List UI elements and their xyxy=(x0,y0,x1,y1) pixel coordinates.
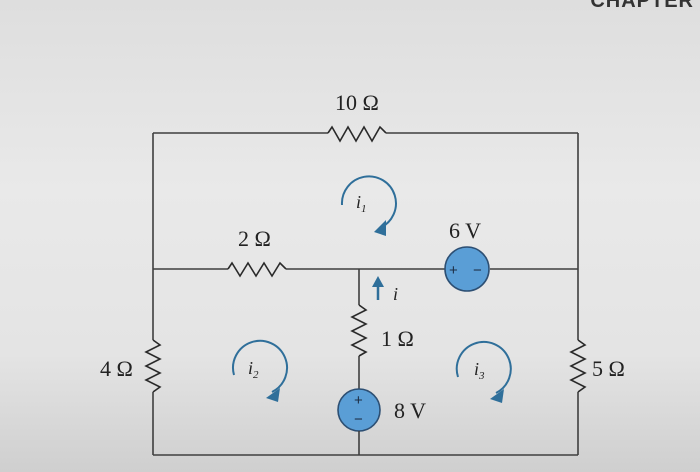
mesh-i2-label: i2 xyxy=(248,358,259,381)
resistor-10-ohm xyxy=(327,125,387,143)
mesh-i1-label: i1 xyxy=(356,192,367,215)
resistor-1-ohm xyxy=(350,304,368,357)
current-i-arrow-icon xyxy=(372,276,384,287)
header-fragment: CHAPTER xyxy=(590,0,694,12)
mesh-i1-loop xyxy=(340,175,397,229)
source-6v-plus-sign: + xyxy=(449,262,458,279)
label-2-ohm: 2 Ω xyxy=(238,226,271,251)
mesh-i2-arrow-icon xyxy=(266,388,280,402)
label-6v: 6 V xyxy=(449,218,481,243)
label-8v: 8 V xyxy=(394,398,426,423)
label-1-ohm: 1 Ω xyxy=(381,326,414,351)
mesh-i2-loop xyxy=(232,339,289,393)
resistor-5-ohm xyxy=(569,339,587,393)
source-8v-plus-sign: + xyxy=(354,392,363,409)
resistor-4-ohm xyxy=(144,339,162,393)
label-5-ohm: 5 Ω xyxy=(592,356,625,381)
label-10-ohm: 10 Ω xyxy=(335,90,379,115)
source-8v-minus-sign: − xyxy=(354,411,363,428)
source-6v-minus-sign: − xyxy=(473,262,482,279)
mesh-i1-arrow-icon xyxy=(374,220,386,236)
voltage-source-6v xyxy=(444,246,490,292)
label-4-ohm: 4 Ω xyxy=(100,356,133,381)
mesh-i3-label: i3 xyxy=(474,359,485,382)
current-i-label: i xyxy=(393,284,398,304)
mesh-i3-loop xyxy=(455,340,512,394)
mesh-i3-arrow-icon xyxy=(490,389,504,403)
resistor-2-ohm xyxy=(227,261,287,278)
